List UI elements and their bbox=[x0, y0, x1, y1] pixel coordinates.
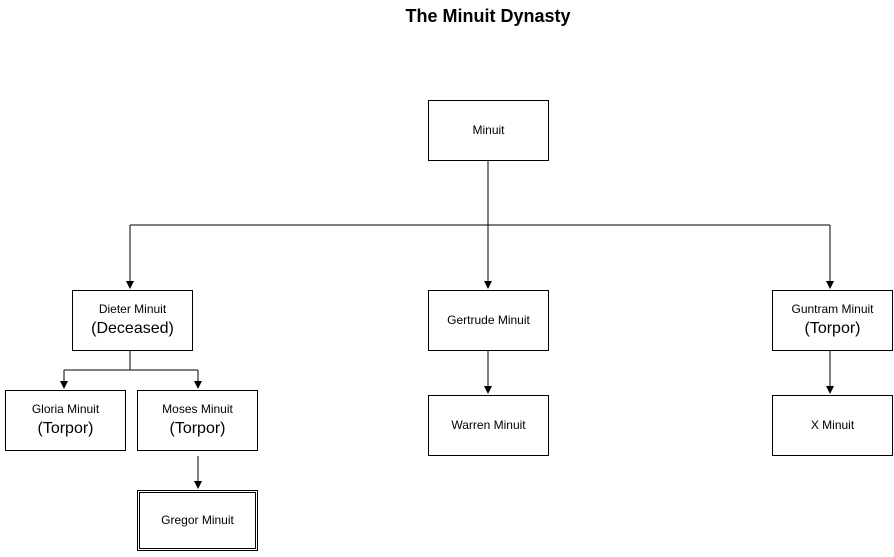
node-warren-name: Warren Minuit bbox=[451, 418, 526, 432]
node-warren[interactable]: Warren Minuit bbox=[428, 395, 549, 456]
node-guntram-status: (Torpor) bbox=[804, 320, 861, 337]
node-minuit-name: Minuit bbox=[472, 123, 505, 137]
node-gregor-name: Gregor Minuit bbox=[161, 513, 234, 527]
diagram-title: The Minuit Dynasty bbox=[405, 6, 571, 26]
node-dieter-status: (Deceased) bbox=[91, 320, 174, 337]
node-moses[interactable]: Moses Minuit (Torpor) bbox=[137, 390, 258, 451]
node-gloria[interactable]: Gloria Minuit (Torpor) bbox=[5, 390, 126, 451]
node-gertrude-name: Gertrude Minuit bbox=[447, 313, 530, 327]
node-gloria-status: (Torpor) bbox=[37, 420, 94, 437]
node-guntram-name: Guntram Minuit bbox=[791, 302, 874, 316]
node-moses-name: Moses Minuit bbox=[162, 402, 233, 416]
node-guntram[interactable]: Guntram Minuit (Torpor) bbox=[772, 290, 893, 351]
node-x[interactable]: X Minuit bbox=[772, 395, 893, 456]
node-gloria-name: Gloria Minuit bbox=[31, 402, 100, 416]
node-minuit[interactable]: Minuit bbox=[428, 100, 549, 161]
node-gertrude[interactable]: Gertrude Minuit bbox=[428, 290, 549, 351]
node-dieter[interactable]: Dieter Minuit (Deceased) bbox=[72, 290, 193, 351]
node-dieter-name: Dieter Minuit bbox=[98, 302, 167, 316]
node-x-name: X Minuit bbox=[810, 418, 855, 432]
node-moses-status: (Torpor) bbox=[169, 420, 226, 437]
node-gregor[interactable]: Gregor Minuit bbox=[137, 490, 258, 551]
